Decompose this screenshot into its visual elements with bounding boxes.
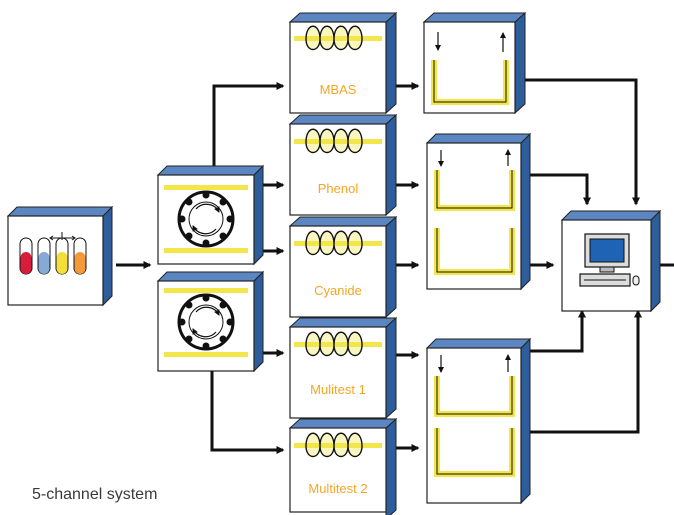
flow-cell-icon	[434, 354, 515, 477]
module-phenol: Phenol	[288, 113, 398, 217]
sampler-icon	[19, 232, 87, 275]
computer-icon	[579, 233, 640, 287]
arrow-pump2-to-multitest2	[210, 371, 285, 454]
arrow-cell1-to-computer	[515, 78, 640, 206]
connectors	[116, 78, 674, 454]
module-cyanide: Cyanide	[288, 215, 398, 319]
module-label-multitest-1: Mulitest 1	[310, 382, 366, 397]
module-label-phenol: Phenol	[318, 181, 359, 196]
module-multitest-1: Mulitest 1	[288, 316, 398, 420]
coil-icon	[305, 128, 363, 154]
module-label-cyanide: Cyanide	[314, 283, 362, 298]
coil-icon	[305, 25, 363, 51]
sampler	[6, 205, 114, 307]
arrow-pump1-to-mbas	[212, 82, 285, 166]
computer	[560, 209, 662, 313]
arrow-cell5-to-computer	[530, 309, 642, 434]
module-label-mbas: MBAS	[320, 82, 357, 97]
flow-cell-3	[425, 337, 532, 505]
coil-icon	[305, 331, 363, 357]
flow-cell-1	[422, 11, 527, 115]
pump-1	[156, 164, 265, 266]
coil-icon	[305, 230, 363, 256]
pump-icon	[177, 293, 235, 351]
pump-icon	[177, 190, 235, 248]
module-label-multitest-2: Multitest 2	[308, 481, 367, 496]
diagram-caption: 5-channel system	[32, 486, 158, 503]
coil-icon	[305, 432, 363, 458]
arrow-cell2-to-computer	[530, 173, 591, 206]
module-mbas: MBAS	[288, 11, 398, 115]
flow-cell-icon	[431, 32, 509, 105]
pump-2	[156, 270, 265, 373]
module-multitest-2: Multitest 2	[288, 417, 398, 515]
arrow-cell4-to-computer	[530, 309, 586, 353]
flow-cell-icon	[434, 149, 515, 275]
flow-cell-2	[425, 132, 532, 291]
